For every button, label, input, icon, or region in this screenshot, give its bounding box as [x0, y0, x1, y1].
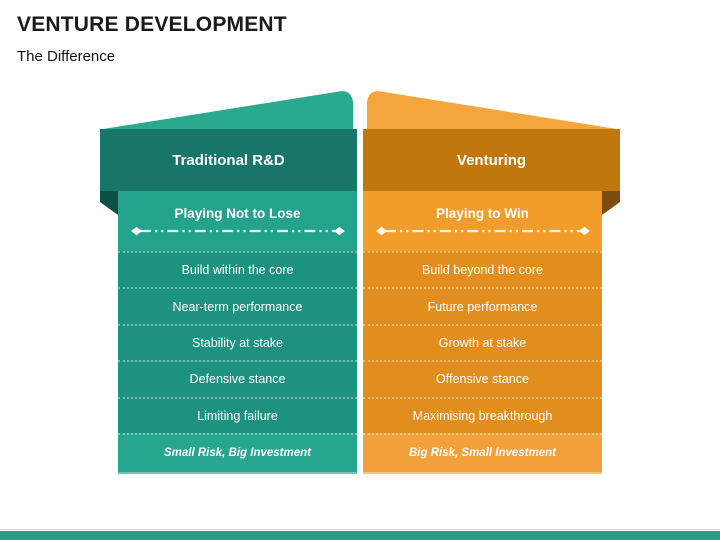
double-arrow-icon [375, 226, 590, 236]
page-title: VENTURE DEVELOPMENT [17, 13, 287, 36]
traditional-banner-top-panel [100, 91, 353, 130]
venturing-tagline-block: Playing to Win [363, 191, 602, 251]
comparison-row: Growth at stake [363, 323, 602, 361]
venturing-banner-fold [602, 191, 620, 215]
venturing-header: Venturing [456, 151, 527, 169]
venturing-tagline: Playing to Win [436, 206, 529, 221]
traditional-tagline-block: Playing Not to Lose [118, 191, 357, 251]
comparison-row: Limiting failure [118, 396, 357, 433]
comparison-row: Offensive stance [363, 360, 602, 397]
comparison-row: Stability at stake [118, 323, 357, 361]
bottom-divider-line [0, 529, 720, 530]
traditional-banner-fold [100, 191, 118, 215]
traditional-summary-row: Small Risk, Big Investment [118, 432, 357, 474]
comparison-row: Near-term performance [118, 287, 357, 324]
comparison-row: Future performance [363, 287, 602, 324]
traditional-banner-shape [100, 91, 357, 215]
venturing-summary-row: Big Risk, Small Investment [363, 432, 602, 474]
comparison-row: Build beyond the core [363, 251, 602, 288]
venturing-column: Playing to Win Build beyond the core Fut… [363, 191, 602, 474]
double-arrow-icon [130, 226, 345, 236]
traditional-tagline: Playing Not to Lose [174, 206, 301, 221]
comparison-row: Defensive stance [118, 360, 357, 397]
venturing-banner-band [363, 129, 620, 191]
traditional-column: Playing Not to Lose Build within the cor… [118, 191, 357, 474]
venturing-banner-top-panel [367, 91, 620, 130]
comparison-row: Build within the core [118, 251, 357, 288]
page-subtitle: The Difference [17, 48, 116, 65]
comparison-row: Maximising breakthrough [363, 396, 602, 433]
traditional-header: Traditional R&D [172, 151, 285, 169]
bottom-accent-bar [0, 531, 720, 540]
traditional-banner-band [100, 129, 357, 191]
venturing-banner-shape [363, 91, 620, 215]
